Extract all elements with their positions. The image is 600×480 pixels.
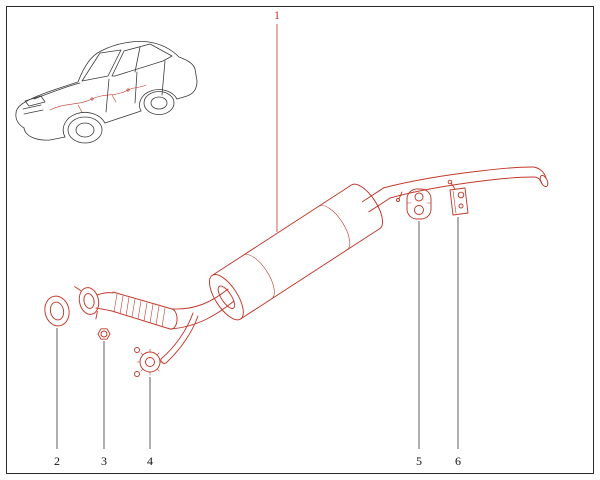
callout-3-label: 3: [101, 454, 107, 468]
front-pipe: [95, 288, 235, 330]
car-exhaust-highlight: [49, 84, 147, 113]
callout-5-label: 5: [416, 454, 422, 468]
callout-1-label: 1: [274, 8, 280, 22]
front-flange: [74, 286, 100, 320]
gasket-ring-part: [44, 295, 70, 327]
callout-4-label: 4: [147, 454, 153, 468]
callout-6-label: 6: [455, 454, 461, 468]
callout-2-label: 2: [54, 454, 60, 468]
rubber-hanger-part: [406, 188, 432, 220]
hanger-rod: [160, 312, 199, 364]
flange-nut-part: [97, 328, 111, 340]
clamp-mount-part: [134, 347, 164, 377]
muffler: [209, 183, 391, 321]
car-thumbnail: [15, 41, 198, 144]
mounting-bracket-part: [447, 179, 469, 216]
tail-pipe: [382, 166, 549, 202]
